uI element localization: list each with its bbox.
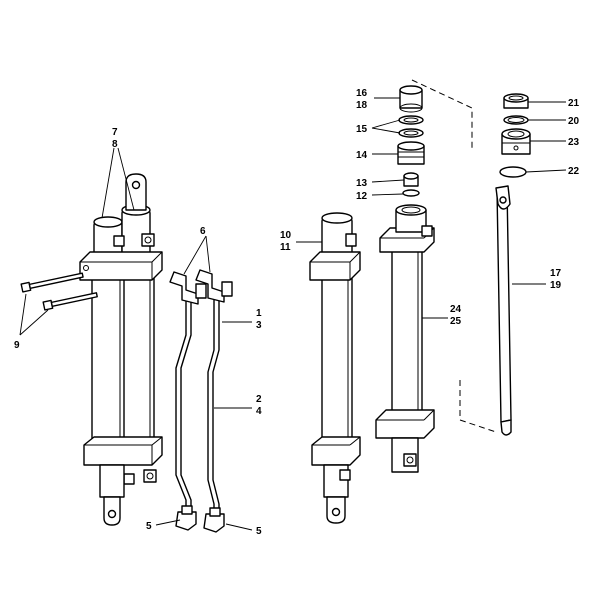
elbow-fitting-top-right <box>195 269 233 303</box>
bolt-lower <box>42 292 98 311</box>
callout-4: 4 <box>256 406 262 417</box>
o-ring-22 <box>499 166 527 178</box>
callout-7: 7 <box>112 127 118 138</box>
callout-11: 11 <box>280 242 291 253</box>
bushing-16-18 <box>399 85 423 113</box>
hose-line-b <box>207 296 215 514</box>
callout-19: 19 <box>550 280 562 291</box>
rear-cylinder-tube <box>119 254 155 441</box>
lower-port-fitting <box>143 469 157 483</box>
callout-21: 21 <box>568 98 580 109</box>
piston-rod-17-19 <box>495 185 512 436</box>
cylinder-10-upper-block <box>309 251 361 281</box>
callout-9: 9 <box>14 340 20 351</box>
callout-18: 18 <box>356 100 368 111</box>
washer-12 <box>402 189 420 197</box>
ring-20 <box>503 115 529 125</box>
callout-24: 24 <box>450 304 462 315</box>
callout-17: 17 <box>550 268 562 279</box>
piston-rod <box>496 187 512 423</box>
callout-25: 25 <box>450 316 462 327</box>
elbow-fitting-bottom-left <box>175 505 197 531</box>
cylinder-24-upper-block <box>379 227 435 253</box>
wiper-21 <box>503 93 529 109</box>
callout-16: 16 <box>356 88 368 99</box>
callout-22: 22 <box>568 166 580 177</box>
mounting-bolts <box>20 272 98 311</box>
callout-13: 13 <box>356 178 368 189</box>
cylinder-body-24-25 <box>375 204 435 473</box>
callout-23: 23 <box>568 137 580 148</box>
single-cylinder-10-11 <box>309 212 361 524</box>
callout-12: 12 <box>356 191 368 202</box>
front-cap-port <box>113 235 125 247</box>
hose-lines <box>169 269 233 533</box>
bottom-rod-end <box>99 464 125 498</box>
bolt-upper <box>20 272 84 293</box>
callout-labels: 7 8 6 9 1 3 2 4 5 5 10 11 16 18 15 14 13… <box>14 88 580 537</box>
callout-2: 2 <box>256 394 262 405</box>
hose-line-a <box>175 298 187 512</box>
cylinder-10-lower-block <box>311 436 361 466</box>
nut-13 <box>403 172 419 187</box>
gland-parts-right <box>499 93 531 178</box>
double-cylinder-assembly <box>79 173 163 526</box>
front-cylinder-tube <box>91 259 125 446</box>
rear-cap-port <box>141 233 155 247</box>
dashed-connectors <box>411 79 497 433</box>
callout-10: 10 <box>280 230 292 241</box>
top-clevis-eye <box>125 173 147 211</box>
callout-14: 14 <box>356 150 368 161</box>
cylinder-24-tube <box>391 249 423 423</box>
callout-6: 6 <box>200 226 206 237</box>
callout-5-right: 5 <box>256 526 262 537</box>
callout-15: 15 <box>356 124 368 135</box>
gland-nut-14 <box>397 141 425 165</box>
lower-mount-block <box>83 436 163 466</box>
callout-3: 3 <box>256 320 262 331</box>
upper-mount-block <box>79 251 163 281</box>
callout-8: 8 <box>112 139 118 150</box>
elbow-fitting-bottom-right <box>203 507 225 533</box>
seal-rings-15 <box>398 115 424 138</box>
gland-23 <box>501 128 531 155</box>
callout-1: 1 <box>256 308 262 319</box>
cylinder-24-lower-block <box>375 409 435 439</box>
callout-20: 20 <box>568 116 580 127</box>
gland-parts-center <box>397 85 425 197</box>
callout-5-left: 5 <box>146 521 152 532</box>
elbow-fitting-top-left <box>169 271 207 305</box>
leader-lines <box>19 97 567 531</box>
